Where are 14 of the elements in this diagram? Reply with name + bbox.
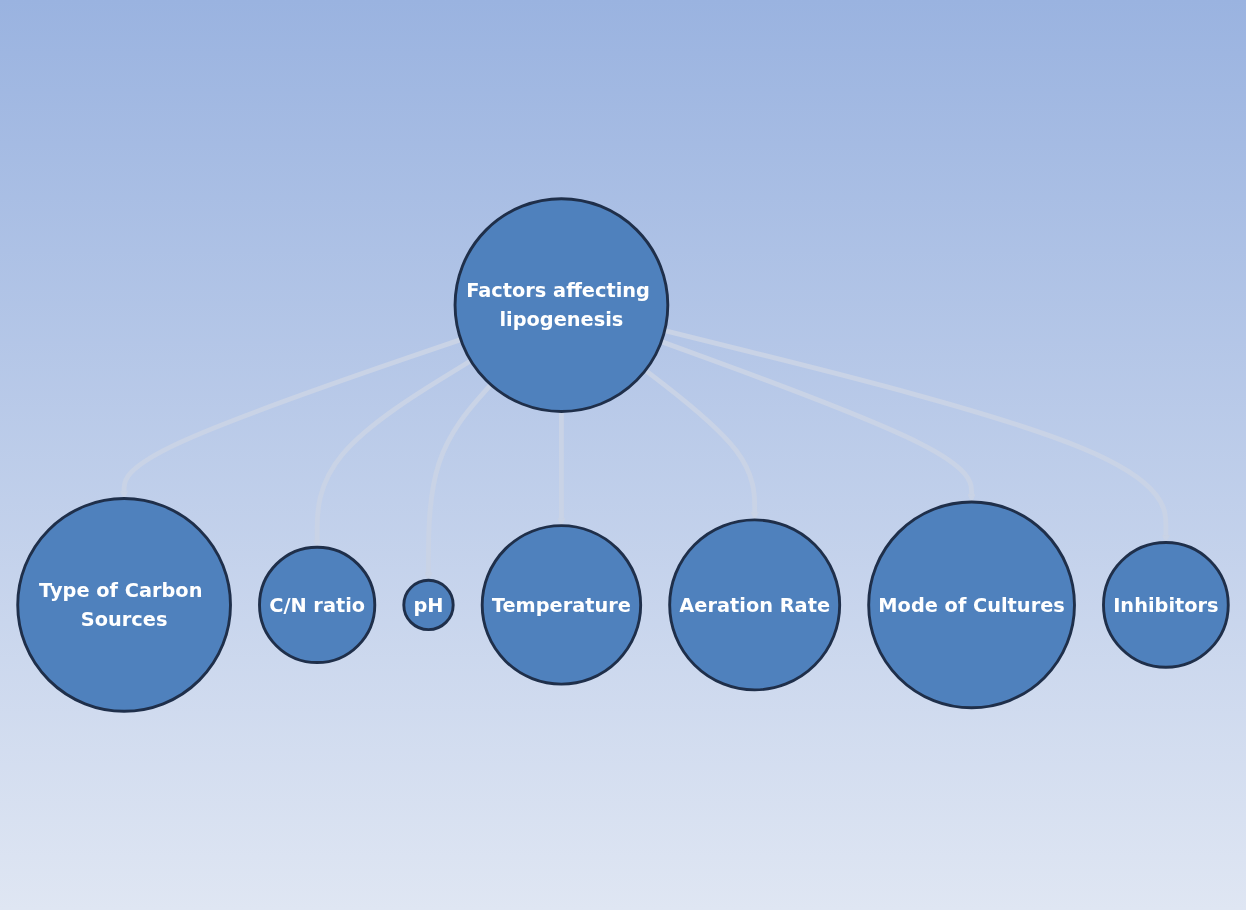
arrow — [119, 337, 462, 499]
arrow — [664, 328, 1171, 543]
arrow — [312, 358, 473, 548]
node-circle: C/N ratio — [258, 545, 377, 664]
arrow — [660, 339, 976, 503]
node-circle: Inhibitors — [1102, 541, 1230, 669]
node-circle: Factors affecting lipogenesis — [453, 197, 670, 413]
node-circle: pH — [402, 578, 455, 632]
arrow — [424, 383, 493, 581]
arrow — [644, 368, 759, 521]
node-circle: Mode of Cultures — [867, 500, 1076, 710]
node-circle: Aeration Rate — [668, 518, 842, 692]
node-circle: Temperature — [480, 524, 643, 686]
node-circle: Type of Carbon Sources — [16, 497, 232, 713]
